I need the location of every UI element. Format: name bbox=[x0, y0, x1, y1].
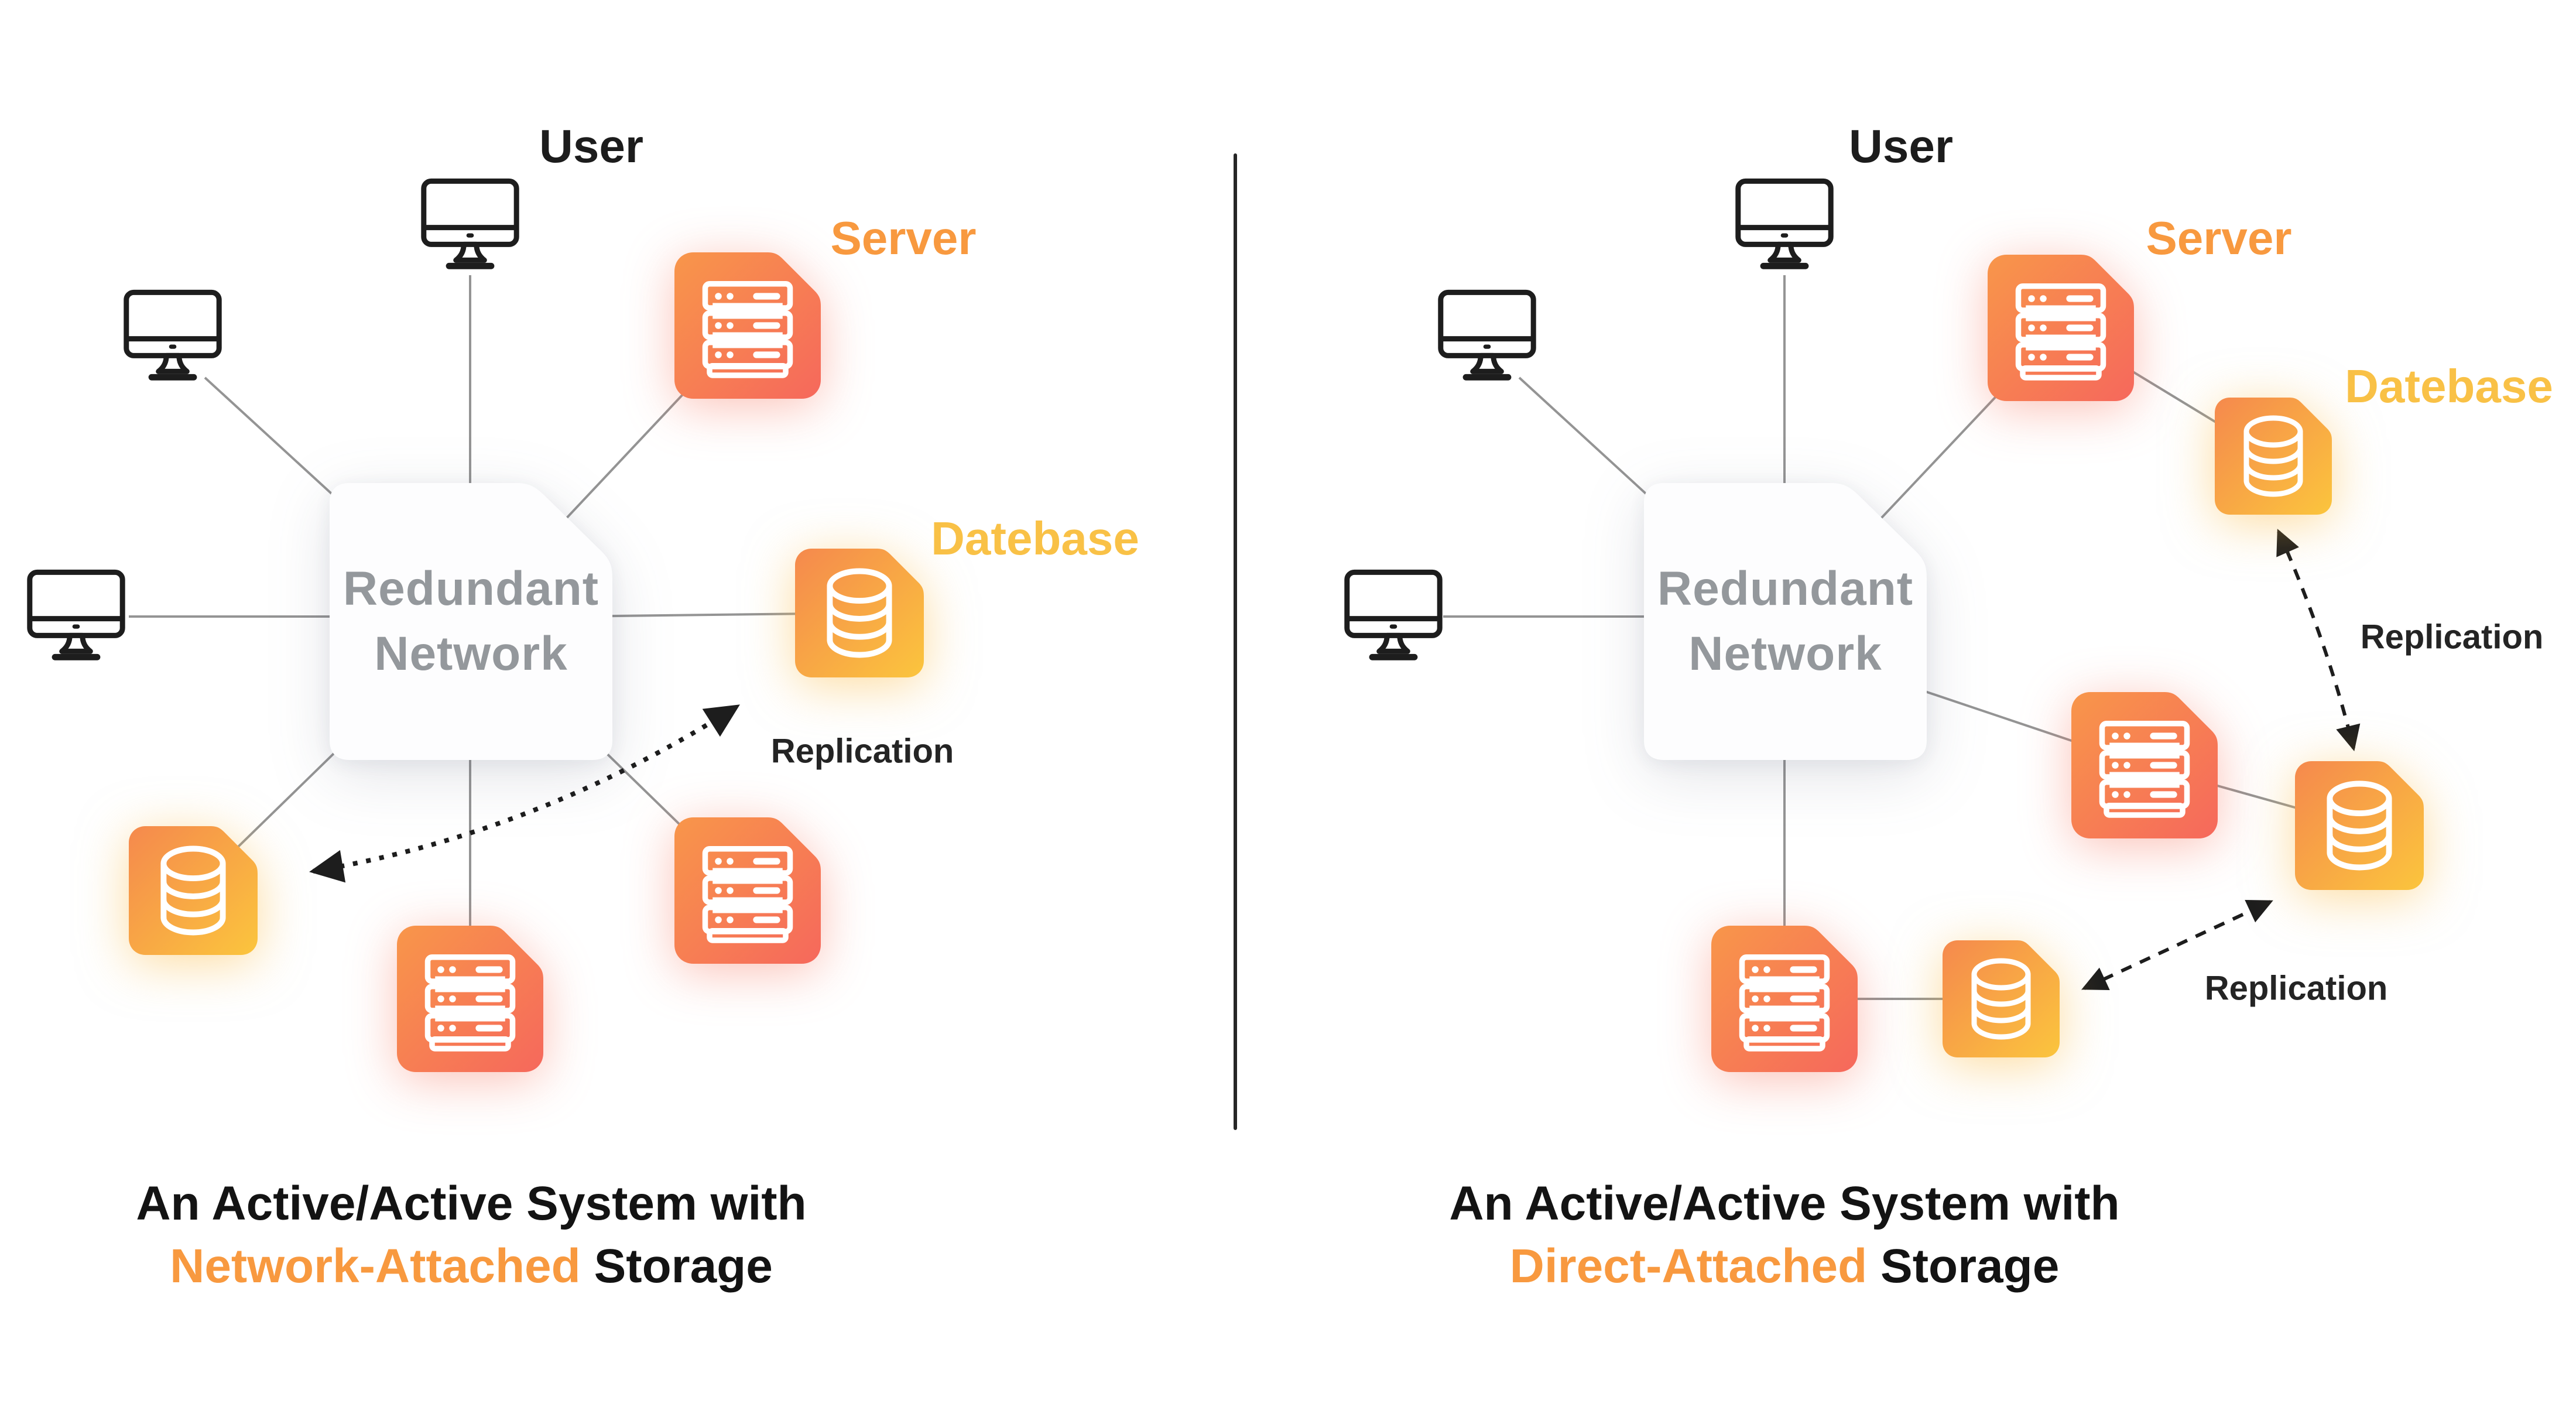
replication-label: Replication bbox=[770, 732, 954, 771]
database-icon bbox=[129, 826, 258, 955]
server-icon bbox=[397, 926, 543, 1072]
left-caption: An Active/Active System with Network-Att… bbox=[61, 1173, 881, 1297]
user-label: User bbox=[1849, 120, 1953, 172]
network-label-line2: Network bbox=[374, 626, 568, 680]
replication-arrow bbox=[2276, 529, 2361, 752]
network-label-line2: Network bbox=[1688, 626, 1882, 680]
monitor-icon bbox=[417, 177, 523, 274]
database-icon bbox=[2295, 761, 2424, 890]
redundant-network-label: Redundant Network bbox=[1644, 483, 1927, 760]
server-icon bbox=[2071, 692, 2218, 838]
database-label: Datebase bbox=[2345, 360, 2553, 412]
caption-accent: Direct-Attached bbox=[1509, 1239, 1868, 1293]
caption-storage: Storage bbox=[1880, 1239, 2060, 1293]
database-icon bbox=[2215, 398, 2332, 515]
replication-arrow bbox=[2081, 900, 2273, 990]
monitor-icon bbox=[120, 288, 225, 385]
server-icon bbox=[674, 817, 821, 964]
caption-storage: Storage bbox=[594, 1239, 773, 1293]
replication-label: Replication bbox=[2204, 969, 2388, 1008]
redundant-network-label: Redundant Network bbox=[330, 483, 612, 760]
server-label: Server bbox=[830, 212, 977, 264]
monitor-icon bbox=[1732, 177, 1837, 274]
right-caption: An Active/Active System with Direct-Atta… bbox=[1375, 1173, 2194, 1297]
replication-label: Replication bbox=[2360, 618, 2544, 656]
database-icon bbox=[1943, 940, 2060, 1057]
replication-arrows bbox=[309, 529, 2361, 990]
caption-accent: Network-Attached bbox=[170, 1239, 581, 1293]
server-icon bbox=[1711, 926, 1858, 1072]
monitor-icon bbox=[1434, 288, 1540, 385]
monitor-icon bbox=[23, 568, 129, 665]
database-icon bbox=[795, 549, 924, 677]
caption-line1: An Active/Active System with bbox=[1449, 1177, 2120, 1230]
caption-line1: An Active/Active System with bbox=[136, 1177, 807, 1230]
server-icon bbox=[674, 252, 821, 399]
caption-line2: Direct-Attached Storage bbox=[1375, 1235, 2194, 1298]
network-label-line1: Redundant bbox=[342, 562, 600, 615]
caption-line2: Network-Attached Storage bbox=[61, 1235, 881, 1298]
network-label-line1: Redundant bbox=[1657, 562, 1914, 615]
panel-divider bbox=[1234, 153, 1237, 1130]
user-label: User bbox=[539, 120, 643, 172]
monitor-icon bbox=[1341, 568, 1446, 665]
database-label: Datebase bbox=[931, 512, 1139, 564]
server-icon bbox=[1988, 255, 2134, 401]
server-label: Server bbox=[2146, 212, 2292, 264]
